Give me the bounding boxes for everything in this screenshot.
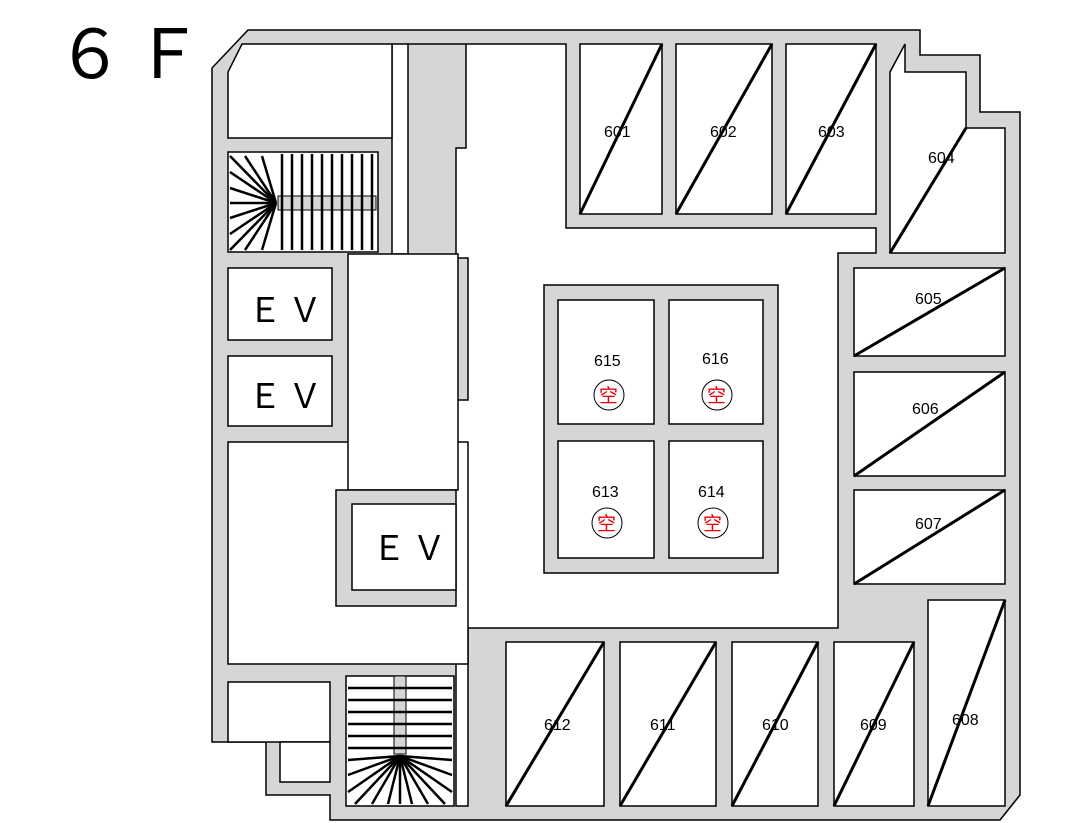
unit-606[interactable]: 606: [853, 370, 1006, 478]
svg-text:607: 607: [915, 516, 942, 533]
elevator-3-label: ＥＶ: [372, 529, 452, 569]
svg-text:604: 604: [928, 150, 955, 167]
svg-text:609: 609: [860, 717, 887, 734]
elevator-1: [227, 267, 333, 341]
unit-616[interactable]: 616 空: [668, 299, 764, 425]
svg-text:610: 610: [762, 717, 789, 734]
unit-602[interactable]: 602: [674, 43, 774, 215]
vacant-badge-613: [591, 507, 623, 539]
unit-611[interactable]: 611: [618, 641, 718, 807]
vacant-badge-616: [701, 379, 733, 411]
svg-text:615: 615: [594, 353, 621, 370]
unit-603[interactable]: 603: [784, 43, 878, 215]
unit-615[interactable]: 615 空: [557, 299, 655, 425]
svg-text:601: 601: [604, 124, 631, 141]
room-top-left: [227, 43, 393, 139]
corridor-middle: [347, 253, 459, 491]
vacant-badge-615: [593, 379, 625, 411]
corridor-top-left: [391, 43, 409, 255]
room-bottom-left: [227, 681, 331, 743]
stair-top-left: [227, 151, 379, 253]
svg-text:605: 605: [915, 291, 942, 308]
room-bottom-left-lower: [279, 741, 331, 783]
svg-text:606: 606: [912, 401, 939, 418]
unit-605[interactable]: 605: [853, 266, 1006, 358]
svg-text:608: 608: [952, 712, 979, 729]
elevator-1-label: ＥＶ: [248, 291, 328, 331]
floor-title: ６Ｆ: [56, 16, 213, 95]
unit-610[interactable]: 610: [730, 641, 820, 807]
elevator-2-label: ＥＶ: [248, 377, 328, 417]
svg-text:616: 616: [702, 351, 729, 368]
stair-bottom-left: [345, 675, 455, 807]
svg-text:612: 612: [544, 717, 571, 734]
svg-text:613: 613: [592, 484, 619, 501]
unit-613[interactable]: 613 空: [557, 440, 655, 559]
unit-607[interactable]: 607: [853, 488, 1006, 586]
unit-601[interactable]: 601: [578, 43, 664, 215]
vacant-badge-614: [697, 507, 729, 539]
elevator-3: [351, 503, 457, 591]
unit-604[interactable]: 604: [888, 43, 1006, 254]
unit-608[interactable]: 608: [926, 599, 1007, 807]
svg-text:空: 空: [707, 385, 726, 407]
svg-text:空: 空: [703, 513, 722, 535]
svg-text:603: 603: [818, 124, 845, 141]
svg-text:空: 空: [599, 385, 618, 407]
svg-text:602: 602: [710, 124, 737, 141]
svg-text:611: 611: [650, 717, 676, 734]
elevator-2: [227, 355, 333, 427]
svg-text:空: 空: [597, 513, 616, 535]
svg-text:614: 614: [698, 484, 725, 501]
unit-614[interactable]: 614 空: [668, 440, 764, 559]
unit-609[interactable]: 609: [832, 641, 916, 807]
unit-612[interactable]: 612: [504, 641, 606, 807]
